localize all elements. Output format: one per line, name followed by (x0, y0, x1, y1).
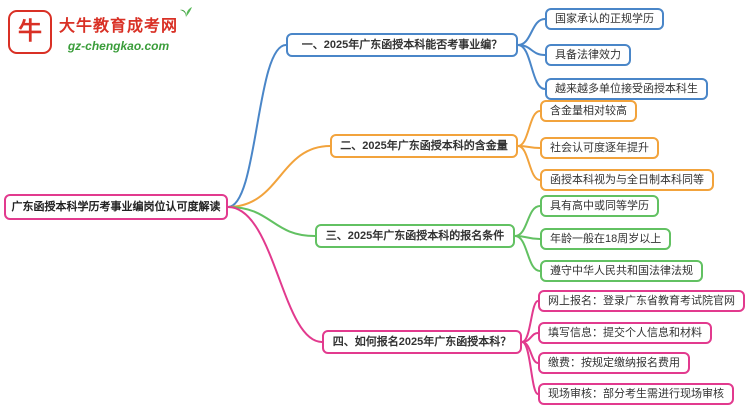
bull-logo-icon: 牛 (8, 10, 52, 54)
logo-domain: gz-chengkao.com (67, 38, 170, 53)
logo-title-text: 大牛教育成考网 (59, 17, 179, 35)
branch-node-2: 二、2025年广东函授本科的含金量 (330, 134, 518, 158)
connector-branch3-leaf1 (514, 205, 541, 237)
connector-root-branch-1 (227, 44, 287, 208)
leaf-node-2-3: 函授本科视为与全日制本科同等 (540, 169, 714, 191)
connector-root-branch-4 (227, 206, 323, 343)
leaf-node-2-2: 社会认可度逐年提升 (540, 137, 659, 159)
sprout-icon (180, 6, 193, 18)
logo-title: 大牛教育成考网 (59, 6, 193, 36)
connector-branch4-leaf4 (521, 341, 539, 395)
leaf-node-4-4: 现场审核：部分考生需进行现场审核 (538, 383, 734, 405)
leaf-node-4-1: 网上报名：登录广东省教育考试院官网 (538, 290, 745, 312)
connector-branch1-leaf1 (517, 18, 546, 46)
leaf-node-4-3: 缴费：按规定缴纳报名费用 (538, 352, 690, 374)
leaf-node-1-1: 国家承认的正规学历 (545, 8, 664, 30)
branch-node-1: 一、2025年广东函授本科能否考事业编？ (286, 33, 518, 57)
branch-node-3: 三、2025年广东函授本科的报名条件 (315, 224, 515, 248)
leaf-node-4-2: 填写信息：提交个人信息和材料 (538, 322, 712, 344)
connector-root-branch-2 (227, 145, 331, 208)
leaf-node-2-1: 含金量相对较高 (540, 100, 637, 122)
connector-branch4-leaf2 (521, 332, 539, 343)
site-logo: 牛 大牛教育成考网 gz-chengkao.com (8, 6, 223, 54)
leaf-node-3-1: 具有高中或同等学历 (540, 195, 659, 217)
branch-node-4: 四、如何报名2025年广东函授本科？ (322, 330, 522, 354)
leaf-node-1-3: 越来越多单位接受函授本科生 (545, 78, 708, 100)
leaf-node-3-3: 遵守中华人民共和国法律法规 (540, 260, 703, 282)
leaf-node-3-2: 年龄一般在18周岁以上 (540, 228, 672, 250)
leaf-node-1-2: 具备法律效力 (545, 44, 631, 66)
connector-branch2-leaf1 (517, 110, 541, 147)
root-node: 广东函授本科学历考事业编岗位认可度解读 (4, 194, 228, 220)
connector-branch3-leaf3 (514, 235, 541, 272)
connector-root-branch-3 (227, 206, 316, 237)
connector-branch4-leaf1 (521, 300, 539, 343)
connector-branch2-leaf3 (517, 145, 541, 181)
connector-branch1-leaf3 (517, 44, 546, 90)
